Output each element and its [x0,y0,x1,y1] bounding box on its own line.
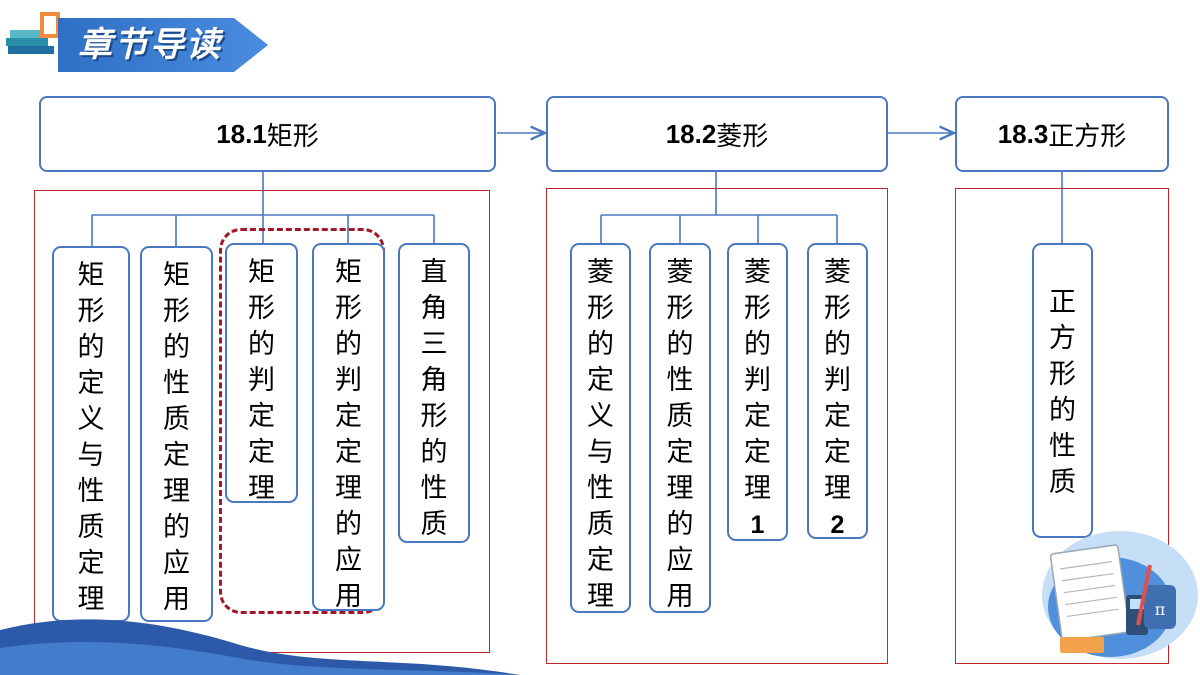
math-notebook-illustration: π [1042,531,1198,659]
svg-text:π: π [1155,600,1166,619]
wave-decoration [0,619,520,675]
topic-card: 直角三角形的性质 [398,243,470,543]
topic-card: 矩形的性质定理的应用 [140,246,213,622]
topic-card: 菱形的性质定理的应用 [649,243,711,613]
section-number: 18.3 [997,118,1049,149]
chapter-banner [58,18,268,72]
section3-frame [955,188,1169,664]
topic-card: 菱形的定义与性质定理 [570,243,631,613]
topic-card: 矩形的判定定理的应用 [312,243,385,612]
topic-card: 正方形的性质 [1032,243,1093,538]
topic-card: 矩形的判定定理 [225,243,298,504]
section-name: 正方形 [1048,121,1127,152]
section-name: 菱形 [716,121,769,152]
section-number: 18.1 [216,118,267,149]
section-name: 矩形 [266,121,319,152]
topic-card: 矩形的定义与性质定理 [52,246,130,622]
chapter-title: 章节导读 [78,25,222,65]
books-icon [6,12,60,54]
section2-frame [546,188,888,664]
section-number: 18.2 [665,118,717,149]
